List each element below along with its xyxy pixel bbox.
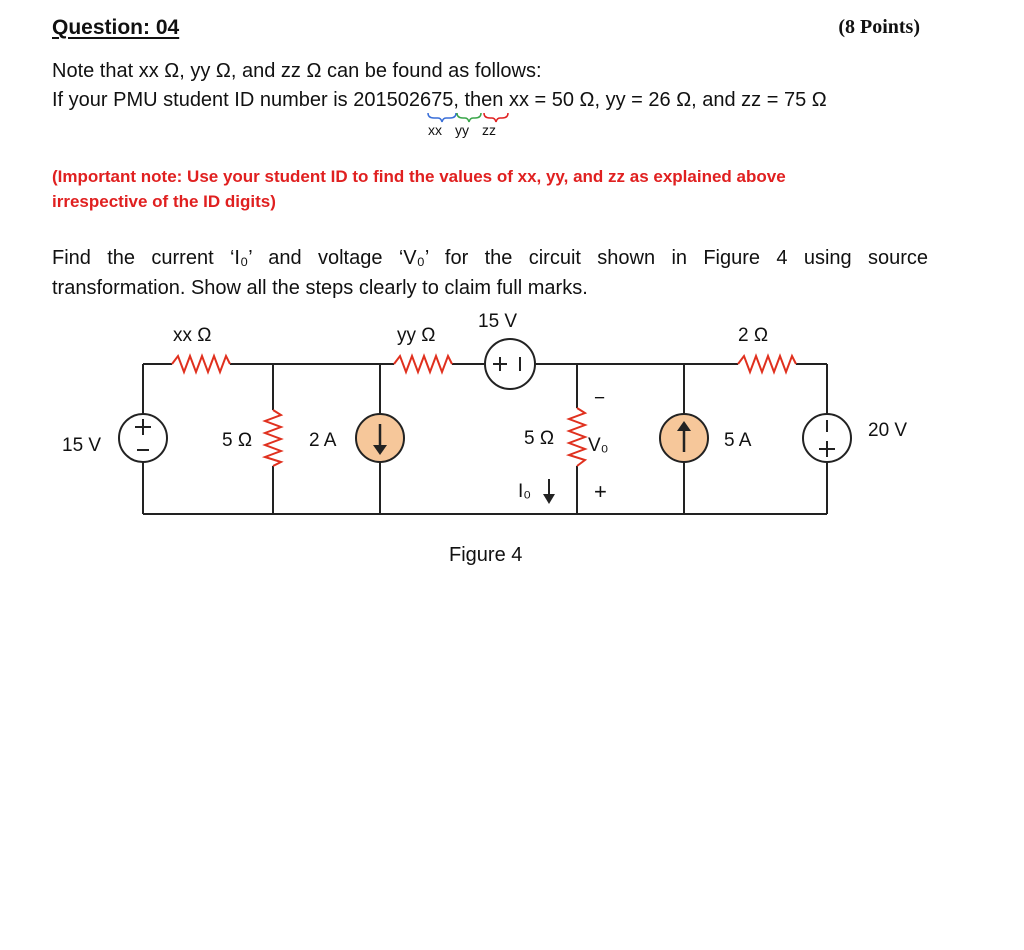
label-vo: V₀ (588, 435, 609, 456)
label-i-5a: 5 A (724, 430, 752, 451)
circuit-wires (142, 363, 828, 515)
label-r-xx: xx Ω (173, 325, 211, 346)
arrow-down-icon (373, 445, 387, 455)
label-r-yy: yy Ω (397, 325, 435, 346)
voltage-source-15v-series (484, 338, 536, 390)
label-vo-plus: + (594, 479, 607, 504)
problem-line-2: transformation. Show all the steps clear… (52, 277, 588, 299)
id-digits-zz: 75 (431, 89, 454, 111)
label-r-5b: 5 Ω (524, 428, 554, 449)
question-title: Question: 04 (52, 16, 180, 39)
id-digits-yy: 26 (408, 89, 432, 111)
current-source-5a (659, 413, 709, 463)
label-i-2a: 2 A (309, 430, 337, 451)
figure-caption: Figure 4 (449, 544, 523, 566)
io-arrow-icon (543, 479, 555, 504)
id-underbraces (427, 112, 509, 123)
intro-line-2-pre: If your PMU student ID number is 201 (52, 89, 387, 111)
points-label: (8 Points) (838, 16, 920, 38)
label-v-series: 15 V (478, 311, 517, 332)
resistor-xx (171, 353, 231, 375)
intro-line-1: Note that xx Ω, yy Ω, and zz Ω can be fo… (52, 60, 542, 82)
arrow-up-icon (677, 421, 691, 431)
brace-zz (483, 112, 509, 123)
problem-line-1: Find the current ‘I₀’ and voltage ‘V₀’ f… (52, 247, 928, 269)
brace-label-zz: zz (482, 122, 496, 138)
resistor-2ohm (737, 353, 797, 375)
resistor-yy (393, 353, 453, 375)
voltage-source-15v-left (118, 413, 168, 463)
intro-line-2: If your PMU student ID number is 2015026… (52, 89, 827, 112)
label-io: I₀ (518, 481, 531, 502)
intro-line-2-post: , then xx = 50 Ω, yy = 26 Ω, and zz = 75… (453, 89, 827, 111)
important-note-line-1: (Important note: Use your student ID to … (52, 167, 786, 186)
brace-yy (456, 112, 482, 123)
id-digits-xx: 50 (386, 89, 409, 111)
brace-label-yy: yy (455, 122, 469, 138)
important-note-line-2: irrespective of the ID digits) (52, 192, 276, 211)
resistor-5ohm-a (261, 409, 284, 467)
label-v-left: 15 V (62, 435, 101, 456)
brace-label-xx: xx (428, 122, 442, 138)
brace-xx (427, 112, 457, 123)
resistor-5ohm-b (565, 407, 588, 467)
current-source-2a (355, 413, 405, 463)
label-r-5a: 5 Ω (222, 430, 252, 451)
label-v-right: 20 V (868, 420, 907, 441)
label-vo-minus: − (594, 388, 605, 409)
voltage-source-20v (802, 413, 852, 463)
label-r-2: 2 Ω (738, 325, 768, 346)
